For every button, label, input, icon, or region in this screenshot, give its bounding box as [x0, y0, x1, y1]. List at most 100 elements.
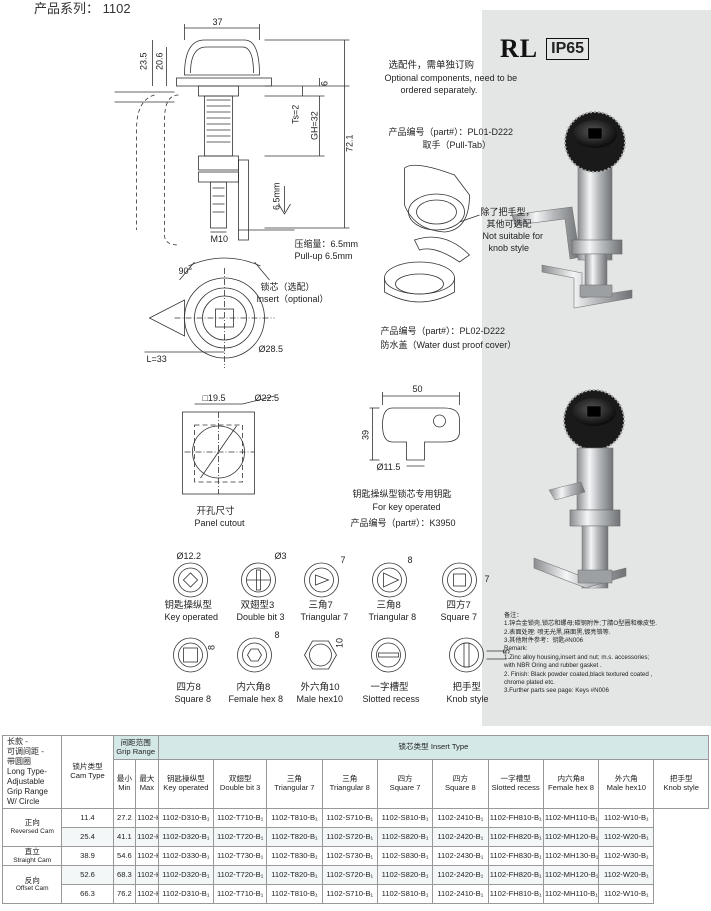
part-number-cell: 1102-W10-B₁ [598, 808, 655, 828]
part-number-cell: 1102-K10-B₁ [135, 808, 159, 828]
col-cn: 钥匙操纵型 [166, 774, 205, 784]
grip-max-cell: 76.2 [112, 884, 137, 905]
part-number-cell: 1102-S810-B₁ [376, 884, 434, 905]
cam-en: Reversed Cam [10, 828, 54, 836]
remark-line: 3.Further parts see page: Keys #N006 [504, 687, 609, 695]
part-number-cell: 1102-W30-B₁ [598, 845, 655, 867]
part-number-cell: 1102-T710-B₁ [212, 884, 268, 905]
cam-en: Straight Cam [13, 856, 52, 864]
part-number-cell: 1102-FH810-B₁ [487, 808, 544, 828]
insert-slotted-icon [371, 637, 406, 673]
dim-square: □19.5 [203, 393, 226, 403]
col-cn: 双翅型 [228, 774, 252, 784]
dim-stroke: 6.5mm [272, 182, 282, 210]
not-suitable-cn-2: 其他可选配 [487, 218, 532, 229]
part-number-cell: 1102-D320-B₁ [157, 865, 215, 886]
not-suitable-en-1: Not suitable for [483, 231, 544, 241]
grip-min-cell: 11.4 [61, 808, 114, 828]
col-en: Square 7 [389, 783, 421, 792]
col-cn: 三角 [286, 774, 303, 784]
cam-cn: 直立 [24, 847, 40, 856]
col-en: Male hex10 [606, 783, 646, 792]
insert-key-operated-icon [173, 562, 208, 598]
grip-min-cell: 66.3 [61, 884, 114, 905]
insert-dim: 5 [502, 649, 512, 654]
col-cn: 三角 [342, 774, 358, 784]
dim-top-width: 37 [213, 17, 223, 27]
part-number-cell: 1102-S710-B₁ [321, 808, 378, 828]
not-suitable-en-2: knob style [489, 243, 530, 253]
part-number-cell: 1102-T720-B₁ [212, 827, 268, 847]
insert-type-header: 锁芯类型 Insert Type [157, 735, 710, 760]
remark-line: with NBR Oring and rubber gasket . [504, 662, 602, 670]
insert-knob-icon [449, 637, 507, 673]
min-cn: 最小 [116, 774, 132, 784]
col-en: Triangular 7 [274, 783, 315, 792]
part-number-cell: 1102-S830-B₁ [376, 845, 434, 867]
dim-length: L=33 [147, 354, 167, 364]
part-number-cell: 1102-S730-B₁ [321, 845, 378, 867]
grip-max-cell: 41.1 [112, 827, 137, 847]
technical-drawings: 37 23.5 20.6 6 Ts=2 GH=32 72.1 6.5mm M10… [114, 17, 544, 704]
left-title-line: Long Type- [7, 767, 47, 776]
part-number-cell: 1102-2410-B₁ [432, 884, 489, 905]
insert-label-cn: 三角7 [309, 599, 333, 611]
dim-ts: Ts=2 [291, 105, 301, 124]
insert-label-en: Triangular 7 [301, 612, 349, 622]
key-drawing [369, 392, 460, 467]
grip-range-en: Grip Range [116, 746, 156, 756]
col-en: Slotted recess [491, 783, 540, 792]
top-view-drawing [144, 257, 275, 368]
col-cn: 把手型 [669, 774, 693, 784]
part-number-cell: 1102-S820-B₁ [376, 827, 434, 847]
part-number-cell: 1102-K20-B₁ [135, 865, 159, 886]
insert-label-cn: 双翅型3 [241, 599, 275, 611]
col-en: Female hex 8 [547, 783, 594, 792]
part-number-cell: 1102-MH110-B₁ [542, 884, 600, 905]
insert-dim: 10 [335, 638, 345, 648]
insert-label-en: Square 7 [441, 612, 478, 622]
insert-triangular-7-icon [304, 562, 339, 598]
dim-cut-dia: Ø22.5 [255, 393, 280, 403]
cover-name: 防水盖（Water dust proof cover） [381, 339, 517, 350]
insert-triangular-8-icon [372, 562, 407, 598]
grip-max-cell: 54.6 [112, 845, 137, 867]
part-number-cell: 1102-D310-B₁ [157, 808, 215, 828]
col-cn: 一字槽型 [500, 774, 531, 784]
cam-en: Offset Cam [15, 885, 49, 893]
part-number-cell: 1102-MH130-B₁ [542, 845, 600, 867]
insert-label-cn: 把手型 [453, 681, 482, 693]
part-number-cell: 1102-FH810-B₁ [487, 884, 544, 905]
part-number-cell: 1102-FH820-B₁ [487, 865, 544, 886]
col-en: Square 8 [444, 783, 476, 792]
remark-line: 1.Zinc alloy housing,insert and nut; m.s… [504, 653, 650, 661]
grip-min-cell: 52.6 [61, 865, 114, 886]
key-part: 产品编号（part#）：K3950 [351, 517, 456, 528]
part-number-cell: 1102-T830-B₁ [266, 845, 323, 867]
pull-tab-name: 取手（Pull-Tab） [423, 139, 492, 150]
insert-label-cn: 一字槽型 [371, 681, 410, 693]
dim-key-width: 50 [413, 384, 423, 394]
part-number-table: 长款 - 可调间距 - 带圆圈 Long Type- Adjustable Gr… [1, 735, 710, 905]
left-title-line: Adjustable [7, 777, 45, 786]
dim-key-height: 39 [361, 430, 371, 440]
pull-tab-part: 产品编号（part#）：PL01-D222 [389, 126, 514, 137]
max-cn: 最大 [139, 774, 155, 784]
lock-product-photos [511, 111, 633, 589]
remarks-block: 备注： 1.锌合金锁壳,锁芯和螺母;碳钢附件;丁腈O型圈和橡皮垫. 2.表面处理… [504, 612, 704, 696]
part-number-cell: 1102-K30-B₁ [135, 845, 159, 867]
left-title-line: W/ Circle [7, 797, 40, 806]
part-number-cell: 1102-K20-B₁ [135, 827, 159, 847]
part-number-cell: 1102-W20-B₁ [598, 865, 655, 886]
part-number-cell: 1102-FH830-B₁ [487, 845, 544, 867]
insert-label-cn: 四方7 [447, 599, 471, 611]
